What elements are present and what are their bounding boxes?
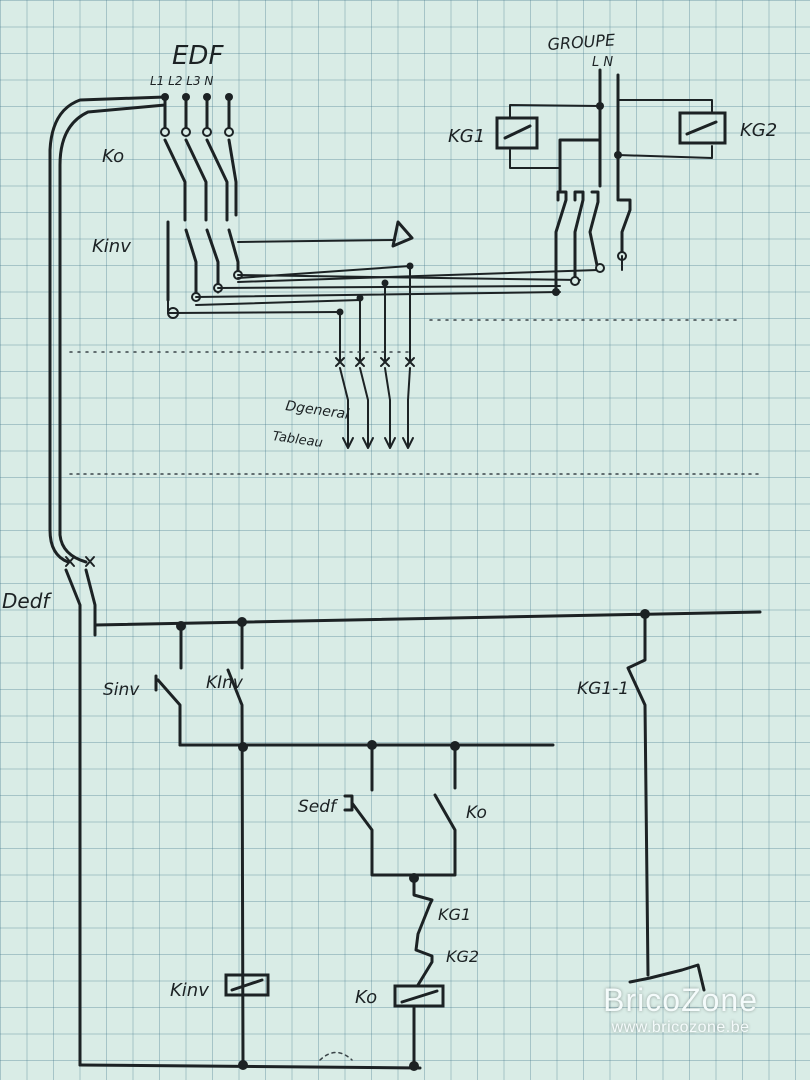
ko-power-contacts — [163, 138, 238, 222]
groupe-label: GROUPE — [547, 30, 617, 54]
kg-power-contacts — [552, 190, 632, 296]
sedf-and-ko-contacts — [343, 743, 457, 883]
kg1-kg2-nc-contacts — [412, 876, 434, 987]
ko-top-label: Ko — [102, 146, 124, 167]
sinv-label: Sinv — [103, 680, 140, 700]
groupe-lines — [509, 68, 713, 202]
dedf-label: Dedf — [2, 589, 52, 613]
edf-supply-lines — [160, 93, 234, 137]
ko-coil-label: Ko — [355, 987, 377, 1008]
bricozone-logo: BricoZone — [603, 982, 758, 1018]
kinv-coil-label: Kinv — [170, 980, 209, 1001]
bricozone-watermark: BricoZone www.bricozone.be — [603, 982, 758, 1037]
tableau-label: Tableau — [271, 429, 323, 451]
dgeneral-label: Dgeneral — [284, 398, 350, 423]
edf-phases-label: L1 L2 L3 N — [150, 74, 213, 88]
kg11-label: KG1-1 — [577, 679, 629, 699]
kg1-contact-label: KG1 — [438, 905, 471, 924]
kg11-branch — [626, 612, 706, 992]
kg2-top-label: KG2 — [740, 120, 777, 141]
bottom-return-bus — [78, 1006, 422, 1071]
kg2-coil-top — [678, 111, 727, 145]
dedf-breaker — [64, 556, 97, 1067]
dashed-separators — [69, 319, 761, 475]
ko-coil — [393, 984, 445, 1008]
kg1-coil-top — [495, 116, 539, 150]
top-control-bus — [93, 609, 762, 631]
edf-label: EDF — [172, 41, 224, 71]
mid-control-bus — [178, 740, 555, 752]
sedf-label: Sedf — [298, 797, 339, 817]
kg1-top-label: KG1 — [448, 126, 485, 147]
horizontal-bus-lines — [167, 239, 599, 314]
kinv-top-label: Kinv — [92, 236, 131, 257]
bricozone-url: www.bricozone.be — [611, 1019, 750, 1036]
kinv-coil — [224, 973, 270, 997]
kinv-contact-label: KInv — [206, 673, 244, 693]
groupe-phases-label: L N — [592, 55, 613, 70]
kg2-contact-label: KG2 — [446, 947, 479, 966]
delta-symbol-group — [391, 220, 414, 363]
ko-contact-label: Ko — [466, 803, 487, 823]
edf-feeder-to-dedf — [48, 95, 167, 564]
sinv-and-kinv-contacts — [154, 620, 245, 1067]
